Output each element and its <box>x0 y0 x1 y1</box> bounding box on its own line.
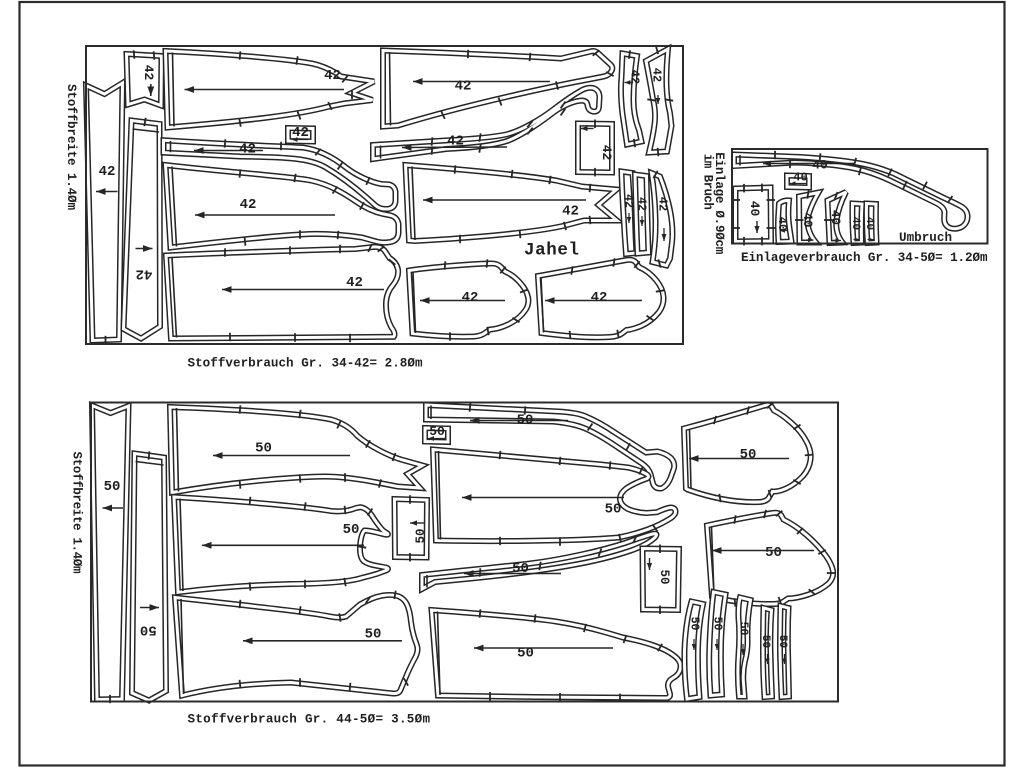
svg-text:50: 50 <box>414 528 428 543</box>
svg-text:Umbruch: Umbruch <box>899 231 952 245</box>
svg-text:42: 42 <box>239 142 256 158</box>
svg-text:50: 50 <box>740 447 757 463</box>
svg-text:Einlageverbrauch Gr. 34-5Ø= 1: Einlageverbrauch Gr. 34-5Ø= 1.2Øm <box>741 251 988 265</box>
svg-text:42: 42 <box>650 68 664 82</box>
svg-text:42: 42 <box>324 68 341 84</box>
svg-text:Stoffverbrauch Gr. 44-5Ø= 3.5: Stoffverbrauch Gr. 44-5Ø= 3.5Øm <box>188 713 431 727</box>
svg-text:42: 42 <box>447 134 464 150</box>
svg-text:42: 42 <box>136 266 153 282</box>
svg-text:50: 50 <box>776 635 788 648</box>
svg-text:42: 42 <box>346 275 363 291</box>
svg-text:50: 50 <box>255 441 272 457</box>
svg-text:50: 50 <box>759 635 771 648</box>
svg-text:50: 50 <box>512 561 529 577</box>
svg-text:42: 42 <box>455 79 472 95</box>
svg-text:40: 40 <box>800 212 814 227</box>
svg-text:40: 40 <box>775 217 789 231</box>
svg-text:50: 50 <box>140 622 157 638</box>
svg-text:42: 42 <box>562 204 579 220</box>
svg-text:Jahel: Jahel <box>524 241 579 261</box>
svg-text:50: 50 <box>657 569 671 584</box>
svg-text:im Bruch: im Bruch <box>701 154 715 210</box>
svg-text:50: 50 <box>104 479 121 495</box>
svg-text:42: 42 <box>656 197 670 211</box>
svg-text:50: 50 <box>605 502 622 518</box>
svg-text:50: 50 <box>343 522 360 538</box>
svg-text:42: 42 <box>622 194 635 208</box>
svg-text:50: 50 <box>688 617 701 631</box>
svg-text:Stoffverbrauch Gr. 34-42= 2.8: Stoffverbrauch Gr. 34-42= 2.8Øm <box>188 357 423 371</box>
svg-text:Stoffbreite 1.4Øm: Stoffbreite 1.4Øm <box>70 452 84 574</box>
svg-text:40: 40 <box>793 171 807 185</box>
svg-text:50: 50 <box>737 622 750 636</box>
svg-text:42: 42 <box>635 197 648 211</box>
svg-text:50: 50 <box>765 545 782 561</box>
svg-text:40: 40 <box>812 158 828 173</box>
svg-text:42: 42 <box>99 164 116 180</box>
svg-text:40: 40 <box>828 210 842 225</box>
svg-text:40: 40 <box>863 217 875 230</box>
svg-text:42: 42 <box>628 70 642 84</box>
svg-text:42: 42 <box>292 125 309 141</box>
svg-text:42: 42 <box>141 65 156 81</box>
svg-text:Stoffbreite 1.4Øm: Stoffbreite 1.4Øm <box>64 84 78 210</box>
svg-text:42: 42 <box>462 290 479 306</box>
svg-text:50: 50 <box>517 646 534 662</box>
svg-text:50: 50 <box>711 617 724 631</box>
svg-text:42: 42 <box>591 290 608 306</box>
svg-text:42: 42 <box>240 197 257 213</box>
svg-text:40: 40 <box>747 201 762 217</box>
svg-text:50: 50 <box>365 627 382 643</box>
svg-text:50: 50 <box>429 424 445 439</box>
svg-text:Einlage Ø.9Øcm: Einlage Ø.9Øcm <box>712 152 726 254</box>
svg-text:42: 42 <box>599 145 614 161</box>
svg-text:40: 40 <box>849 217 861 230</box>
